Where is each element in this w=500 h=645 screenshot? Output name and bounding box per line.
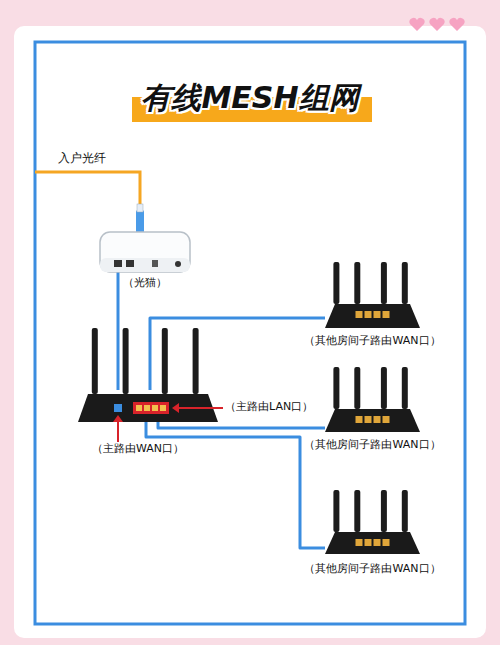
device-art [78, 390, 218, 422]
sub-router: （其他房间子路由WAN口） [325, 405, 420, 432]
fiber-plug [136, 210, 144, 234]
wan-pointer-head [113, 415, 123, 422]
title: 有线MESH组网 [0, 78, 500, 119]
port [374, 416, 381, 423]
optical-modem: （光猫） [100, 228, 190, 272]
antenna [92, 328, 98, 394]
lan-port [136, 405, 142, 411]
network-cable [150, 318, 325, 390]
port [365, 539, 372, 546]
antenna [402, 490, 408, 532]
antenna [354, 490, 360, 532]
modem-power [175, 261, 181, 267]
port [365, 311, 372, 318]
antenna [381, 490, 387, 532]
antenna [402, 262, 408, 304]
hearts [409, 18, 464, 31]
wan-pointer [117, 420, 119, 442]
sub-router: （其他房间子路由WAN口） [325, 528, 420, 554]
device-label: （其他房间子路由WAN口） [304, 438, 440, 451]
port [383, 539, 390, 546]
port [356, 311, 363, 318]
modem-port [114, 260, 122, 267]
sub-router: （其他房间子路由WAN口） [325, 300, 420, 328]
device-label: （其他房间子路由WAN口） [304, 562, 440, 575]
antenna [381, 367, 387, 409]
network-cable [146, 422, 325, 548]
card [14, 26, 486, 638]
router-body [325, 532, 420, 554]
device-art [100, 228, 190, 272]
antenna [162, 328, 168, 394]
router-body [325, 304, 420, 328]
device-label: （主路由WAN口） [92, 442, 184, 455]
port [365, 416, 372, 423]
network-cable [117, 272, 120, 390]
port [356, 539, 363, 546]
antenna [123, 328, 129, 394]
port [374, 311, 381, 318]
device-label: （光猫） [123, 276, 167, 289]
port [383, 311, 390, 318]
fiber-line [35, 172, 140, 214]
antenna [354, 367, 360, 409]
device-label: （其他房间子路由WAN口） [304, 334, 440, 347]
device-art [325, 405, 420, 432]
antenna [333, 490, 339, 532]
antenna [402, 367, 408, 409]
antenna [333, 367, 339, 409]
modem-port [126, 260, 134, 267]
lan-port [160, 405, 166, 411]
main-router: （主路由WAN口）（主路由LAN口） [78, 390, 218, 422]
modem-front [100, 258, 190, 272]
antenna [354, 262, 360, 304]
lan-strip [133, 402, 169, 414]
modem-body [100, 232, 190, 272]
device-art [325, 300, 420, 328]
device-art [325, 528, 420, 554]
antenna [381, 262, 387, 304]
antenna [193, 328, 199, 394]
fiber-label: 入户光纤 [58, 150, 106, 167]
modem-port [152, 260, 158, 267]
port [356, 416, 363, 423]
lan-port [144, 405, 150, 411]
network-cable [158, 422, 325, 428]
port [383, 416, 390, 423]
router-body [325, 409, 420, 432]
device-label: （主路由LAN口） [225, 400, 313, 413]
lan-port [152, 405, 158, 411]
wan-port [114, 404, 122, 412]
antenna [333, 262, 339, 304]
lan-pointer-head [172, 403, 179, 413]
lan-pointer [178, 407, 223, 409]
fiber-boot [137, 204, 143, 212]
port [374, 539, 381, 546]
card-border [35, 42, 465, 624]
